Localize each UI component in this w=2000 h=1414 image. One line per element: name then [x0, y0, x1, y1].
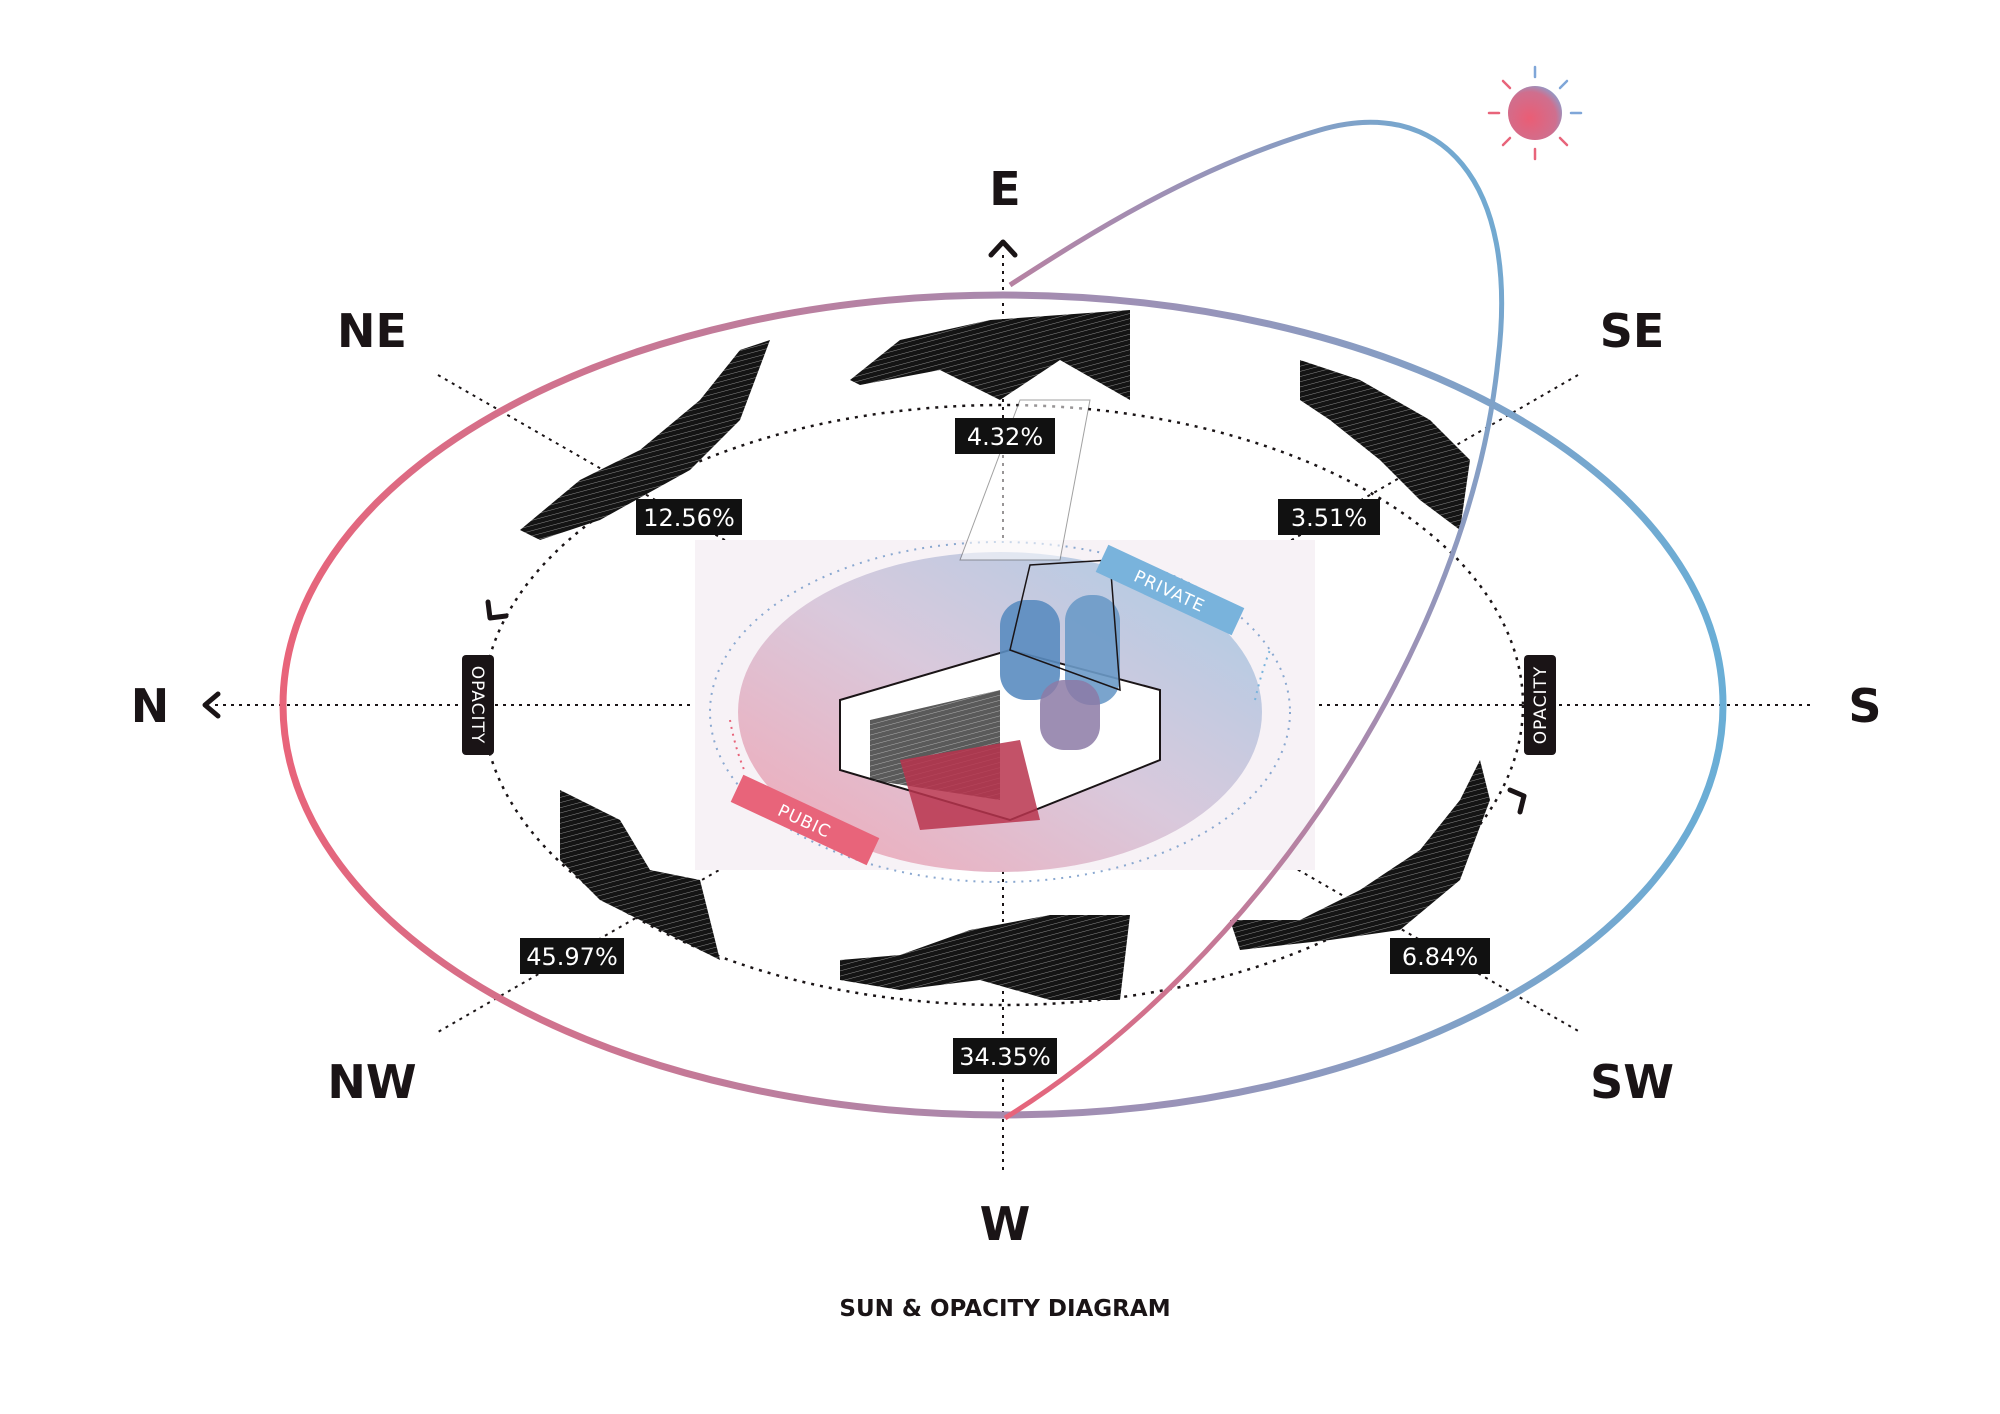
- opacity-left-label: OPACITY: [467, 666, 487, 745]
- facade-sw: [1230, 760, 1490, 950]
- opacity-tag-left: OPACITY: [462, 655, 494, 755]
- dir-ne: NE: [337, 304, 407, 358]
- diagram-caption: SUN & OPACITY DIAGRAM: [839, 1296, 1170, 1322]
- sun-icon: [1487, 65, 1583, 161]
- central-building: [839, 399, 1161, 830]
- sun-path-arc: [1003, 119, 1505, 1121]
- facade-ne: [520, 340, 770, 540]
- ring-arrow-se-icon: [1507, 787, 1527, 815]
- dir-sw: SW: [1590, 1055, 1674, 1109]
- pct-se-value: 3.51%: [1291, 504, 1367, 532]
- pct-nw-value: 45.97%: [526, 943, 618, 971]
- pct-nw: 45.97%: [520, 938, 624, 974]
- dir-w: W: [980, 1197, 1031, 1251]
- pct-w-value: 34.35%: [959, 1043, 1051, 1071]
- facade-panels: [520, 310, 1490, 1000]
- pct-e: 4.32%: [955, 418, 1055, 454]
- dir-nw: NW: [327, 1055, 416, 1109]
- central-dashed-ring: [709, 541, 1291, 883]
- pct-ne: 12.56%: [636, 499, 742, 535]
- facade-w: [840, 915, 1130, 1000]
- sun-orbit: [279, 291, 1727, 1119]
- pct-sw: 6.84%: [1390, 938, 1490, 974]
- opacity-tag-right: OPACITY: [1524, 655, 1556, 755]
- pct-se: 3.51%: [1278, 499, 1380, 535]
- arrow-n-icon: [202, 691, 221, 719]
- ring-arrows: [485, 599, 1527, 815]
- compass-arrowheads: [202, 239, 1018, 719]
- dir-e: E: [989, 162, 1020, 216]
- facade-e: [850, 310, 1130, 400]
- private-arrow-icon: [1254, 649, 1271, 701]
- ring-arrow-nw-icon: [485, 599, 509, 621]
- facade-nw: [560, 790, 720, 960]
- dir-se: SE: [1600, 304, 1665, 358]
- opacity-ring: [481, 403, 1525, 1007]
- arrow-e-icon: [988, 239, 1018, 258]
- public-arrow-icon: [729, 719, 746, 773]
- opacity-right-label: OPACITY: [1531, 666, 1551, 745]
- pct-sw-value: 6.84%: [1402, 943, 1478, 971]
- pct-ne-value: 12.56%: [643, 504, 735, 532]
- pct-w: 34.35%: [953, 1038, 1057, 1074]
- dir-s: S: [1848, 679, 1881, 733]
- pct-e-value: 4.32%: [967, 423, 1043, 451]
- facade-se: [1300, 360, 1470, 530]
- dir-n: N: [131, 679, 170, 733]
